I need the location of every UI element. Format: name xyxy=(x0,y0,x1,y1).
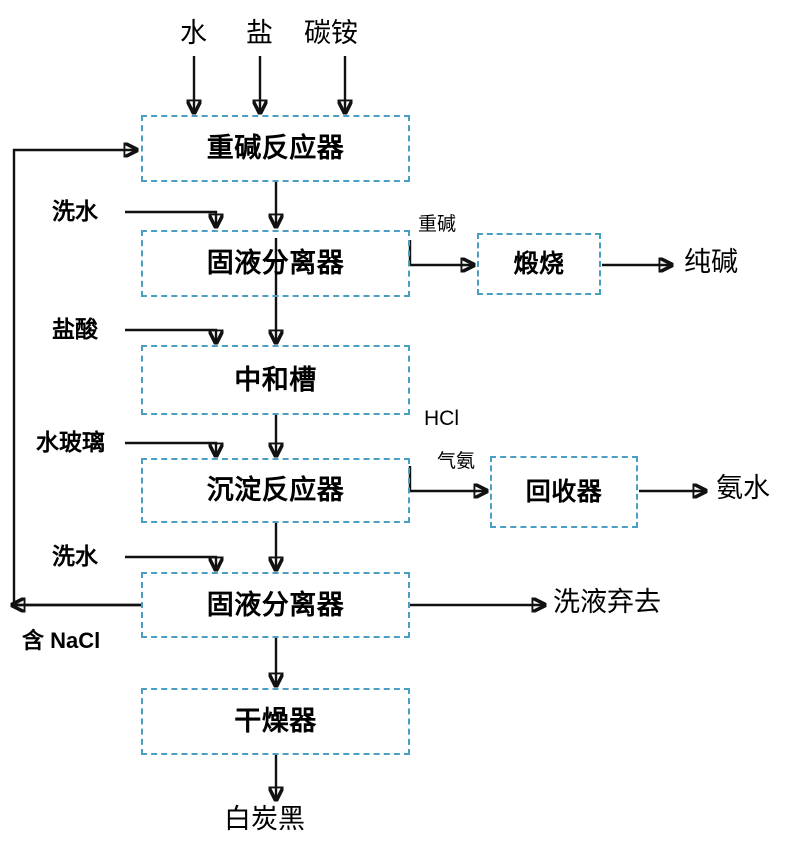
process-label-separator-2: 固液分离器 xyxy=(206,589,345,620)
process-label-precipitation: 沉淀反应器 xyxy=(206,475,345,505)
process-label-separator-1: 固液分离器 xyxy=(206,248,345,278)
process-box-calciner[interactable]: 煅烧 xyxy=(477,233,601,295)
process-box-dryer[interactable]: 干燥器 xyxy=(141,688,410,755)
stream-label-hcl: HCl xyxy=(424,407,459,430)
stream-label-nacl-recycle: 含 NaCl xyxy=(22,628,101,653)
process-box-precipitation[interactable]: 沉淀反应器 xyxy=(141,458,410,523)
stream-label-bicarbonate: 重碱 xyxy=(418,214,457,235)
feed-label-water: 水 xyxy=(180,18,207,48)
feed-label-wash-water-1: 洗水 xyxy=(52,198,98,224)
process-box-neutralizer[interactable]: 中和槽 xyxy=(141,345,410,415)
process-label-calciner: 煅烧 xyxy=(513,249,565,278)
process-box-separator-2[interactable]: 固液分离器 xyxy=(141,572,410,638)
process-label-bicarb-reactor: 重碱反应器 xyxy=(206,133,345,163)
product-label-soda-ash: 纯碱 xyxy=(684,247,738,277)
product-label-ammonia-water: 氨水 xyxy=(716,473,770,503)
product-label-waste-liquid: 洗液弃去 xyxy=(553,587,661,617)
process-label-recovery: 回收器 xyxy=(525,477,603,506)
process-box-recovery[interactable]: 回收器 xyxy=(490,456,638,528)
feed-label-water-glass: 水玻璃 xyxy=(36,429,105,455)
product-label-white-carbon-black: 白炭黑 xyxy=(224,804,305,834)
feed-label-salt: 盐 xyxy=(246,18,273,48)
process-label-neutralizer: 中和槽 xyxy=(234,364,317,395)
stream-label-ammonia-gas: 气氨 xyxy=(437,451,476,472)
feed-label-hydrochloric-acid: 盐酸 xyxy=(52,316,98,342)
feed-label-wash-water-2: 洗水 xyxy=(52,543,98,569)
feed-label-ammonium-carbonate: 碳铵 xyxy=(304,18,358,48)
process-box-bicarb-reactor[interactable]: 重碱反应器 xyxy=(141,115,410,182)
process-label-dryer: 干燥器 xyxy=(234,706,317,736)
process-box-separator-1[interactable]: 固液分离器 xyxy=(141,230,410,297)
